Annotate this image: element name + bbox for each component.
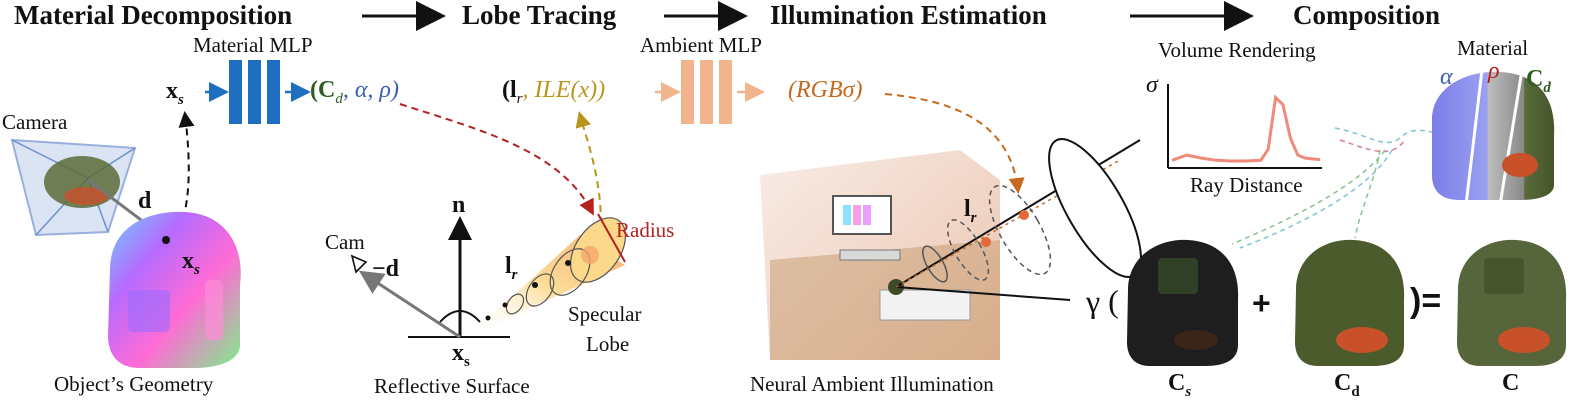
normal-n-label: n	[452, 192, 466, 218]
stage-title-lobe-tracing: Lobe Tracing	[462, 0, 617, 30]
radius-label: Radius	[616, 218, 675, 242]
mlp-input-xs: xs	[166, 78, 184, 108]
volume-rendering-plot	[1167, 84, 1322, 169]
material-mlp-label: Material MLP	[193, 33, 313, 57]
material-small-label: Material	[1457, 36, 1529, 60]
ambient-caption: Neural Ambient Illumination	[750, 372, 994, 396]
sigma-axis-label: σ	[1146, 72, 1158, 98]
ray-distance-label: Ray Distance	[1190, 173, 1303, 197]
geometry-caption: Object’s Geometry	[54, 372, 214, 396]
material-split-helmet	[1432, 69, 1555, 206]
stage-title-illumination-estimation: Illumination Estimation	[770, 0, 1047, 30]
ambient-mlp-block	[681, 60, 732, 124]
ambient-room	[760, 138, 1142, 360]
material-mlp-block	[229, 60, 280, 124]
cs-caption: Cs	[1168, 370, 1192, 400]
cd-caption: Cd	[1334, 370, 1360, 400]
reflective-surface	[350, 213, 627, 339]
ambient-output: (RGBσ)	[788, 77, 863, 103]
cam-label: Cam	[325, 230, 365, 254]
gamma-open: γ (	[1086, 283, 1119, 319]
close-equals: )=	[1410, 282, 1442, 320]
surface-caption: Reflective Surface	[374, 374, 530, 398]
alpha-label: α	[1440, 64, 1453, 90]
minus-d-label: −d	[372, 256, 400, 282]
lr-lobe-label: lr	[505, 253, 518, 283]
material-output: (Cd, α, ρ)	[310, 77, 399, 107]
ambient-mlp-label: Ambient MLP	[640, 33, 762, 57]
xs-geometry-label: xs	[182, 248, 200, 278]
cd-material-label: Cd	[1526, 66, 1551, 96]
lr-ambient-label: lr	[964, 196, 977, 226]
lobe-output: (lr, ILE(x))	[502, 77, 606, 107]
camera-label: Camera	[2, 110, 68, 134]
specular-lobe-label-2: Lobe	[586, 332, 630, 356]
xs-surface-label: xs	[452, 340, 470, 370]
plus-sign: +	[1252, 285, 1271, 321]
rho-label: ρ	[1488, 58, 1500, 84]
stage-title-composition: Composition	[1293, 0, 1441, 30]
volume-rendering-title: Volume Rendering	[1158, 38, 1316, 62]
c-caption: C	[1502, 370, 1520, 396]
camera-frustum	[10, 138, 137, 237]
specular-lobe-label-1: Specular	[568, 302, 642, 326]
volume-density-curve	[1171, 94, 1321, 163]
helmet-c	[1457, 239, 1567, 366]
stage-title-material-decomposition: Material Decomposition	[14, 0, 293, 30]
helmet-cs	[1127, 239, 1239, 366]
helmet-cd	[1295, 239, 1405, 366]
geometry-helmet	[108, 211, 241, 368]
ray-d-label: d	[138, 188, 152, 214]
